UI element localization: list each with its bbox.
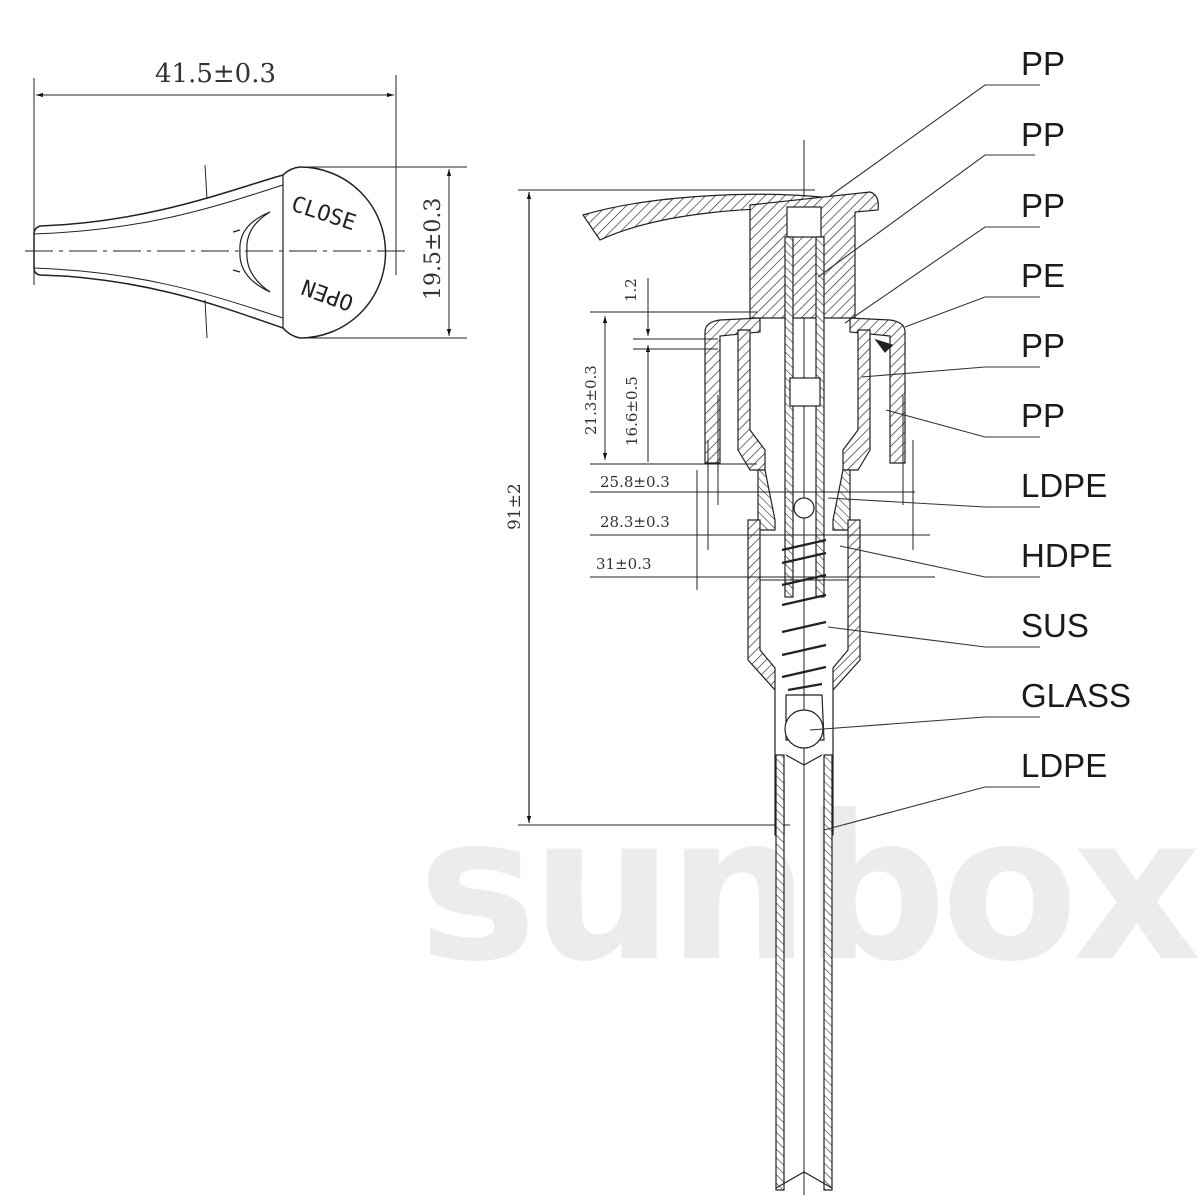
material-label-dip-tube: LDPE [1021,747,1108,784]
dim-16-6: 16.6±0.5 [623,376,641,446]
material-label-lock-collar: PP [1021,187,1066,224]
material-label-stem: PP [1021,116,1066,153]
watermark: sunbox [418,773,1200,1006]
top-view: CLOSE OPEN [25,75,467,339]
material-label-piston: LDPE [1021,467,1108,504]
dim-25-8: 25.8±0.3 [600,473,670,491]
leader-lines [809,84,1040,831]
material-label-closure: PP [1021,327,1066,364]
material-label-gasket: PE [1021,257,1066,294]
dim-28-3: 28.3±0.3 [600,513,670,531]
material-label-ball: GLASS [1021,677,1132,714]
dim-1-2: 1.2 [622,278,640,302]
dim-21-3: 21.3±0.3 [582,365,600,435]
material-label-cylinder: HDPE [1021,537,1113,574]
material-label-actuator: PP [1021,45,1066,82]
overall-height-dimension: 91±2 [505,483,525,530]
material-label-housing: PP [1021,397,1066,434]
open-engraving: OPEN [299,273,357,315]
width-dimension: 41.5±0.3 [155,59,276,89]
close-engraving: CLOSE [288,192,359,236]
height-dimension: 19.5±0.3 [421,198,446,300]
material-label-spring: SUS [1021,607,1089,644]
section-view [518,140,935,1195]
dim-31: 31±0.3 [596,555,652,573]
